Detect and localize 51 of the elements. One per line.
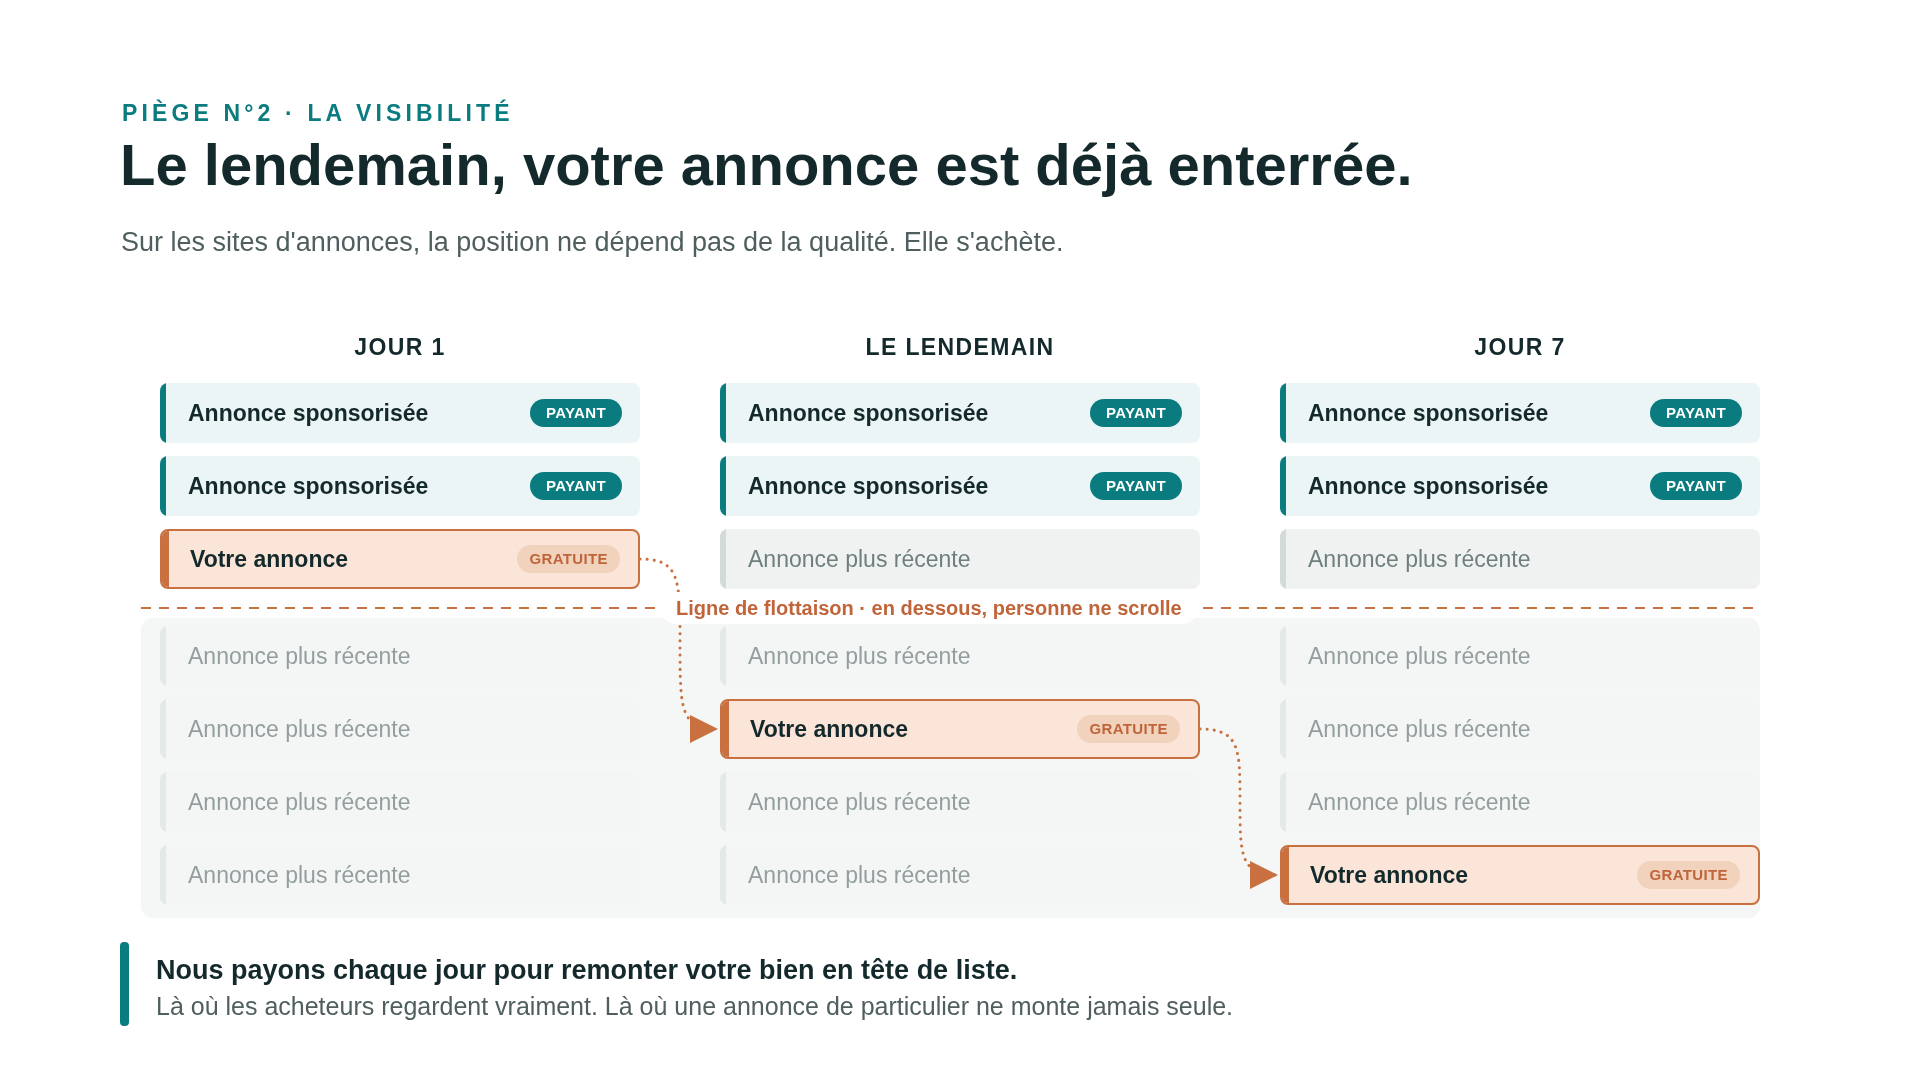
column-heading: JOUR 7	[1473, 333, 1567, 362]
column-heading: JOUR 1	[353, 333, 447, 362]
listing-title: Votre annonce	[1310, 860, 1469, 890]
listing-title: Annonce plus récente	[188, 641, 411, 671]
sponsored-listing-card	[160, 383, 640, 443]
paid-badge: PAYANT	[529, 398, 622, 428]
arrow	[1198, 727, 1280, 888]
listing-title: Annonce sponsorisée	[748, 398, 989, 428]
listing-title: Annonce plus récente	[748, 641, 971, 671]
sponsored-listing-card	[1280, 383, 1760, 443]
own-listing-card	[1280, 845, 1760, 905]
sponsored-listing-card	[1280, 456, 1760, 516]
free-badge: GRATUITE	[1637, 860, 1740, 890]
listing-title: Annonce sponsorisée	[1308, 471, 1549, 501]
listing-title: Annonce plus récente	[188, 714, 411, 744]
subtitle: Sur les sites d'annonces, la position ne dépend pas de la qualité. Elle s'achète.	[121, 226, 1064, 259]
listing-title: Annonce plus récente	[748, 787, 971, 817]
recent-listing-card	[720, 529, 1200, 589]
listing-title: Annonce sponsorisée	[188, 398, 429, 428]
listing-title: Annonce plus récente	[1308, 787, 1531, 817]
recent-listing-card	[1280, 529, 1760, 589]
eyebrow-heading: PIÈGE N°2 · LA VISIBILITÉ	[122, 98, 514, 128]
listing-title: Annonce plus récente	[1308, 544, 1531, 574]
listing-title: Annonce plus récente	[188, 860, 411, 890]
arrow	[638, 557, 720, 742]
sponsored-listing-card	[160, 456, 640, 516]
listing-title: Annonce plus récente	[1308, 714, 1531, 744]
listing-title: Annonce sponsorisée	[748, 471, 989, 501]
free-badge: GRATUITE	[1077, 714, 1180, 744]
waterline-label: Ligne de flottaison · en dessous, personne ne scrolle	[660, 592, 1198, 624]
listing-title: Annonce plus récente	[748, 860, 971, 890]
free-badge: GRATUITE	[517, 544, 620, 574]
note-heading: Nous payons chaque jour pour remonter votre bien en tête de liste.	[156, 954, 1018, 987]
own-listing-card	[720, 699, 1200, 759]
own-listing-card	[160, 529, 640, 589]
paid-badge: PAYANT	[529, 471, 622, 501]
listing-title: Votre annonce	[190, 544, 349, 574]
listing-title: Annonce sponsorisée	[188, 471, 429, 501]
paid-badge: PAYANT	[1089, 471, 1182, 501]
listing-title: Annonce sponsorisée	[1308, 398, 1549, 428]
paid-badge: PAYANT	[1089, 398, 1182, 428]
column-heading: LE LENDEMAIN	[864, 333, 1056, 362]
paid-badge: PAYANT	[1649, 398, 1742, 428]
listing-title: Annonce plus récente	[1308, 641, 1531, 671]
listing-title: Votre annonce	[750, 714, 909, 744]
paid-badge: PAYANT	[1649, 471, 1742, 501]
listing-title: Annonce plus récente	[188, 787, 411, 817]
listing-title: Annonce plus récente	[748, 544, 971, 574]
note-text: Là où les acheteurs regardent vraiment. Là où une annonce de particulier ne monte jamais seule.	[156, 991, 1234, 1022]
sponsored-listing-card	[720, 456, 1200, 516]
sponsored-listing-card	[720, 383, 1200, 443]
